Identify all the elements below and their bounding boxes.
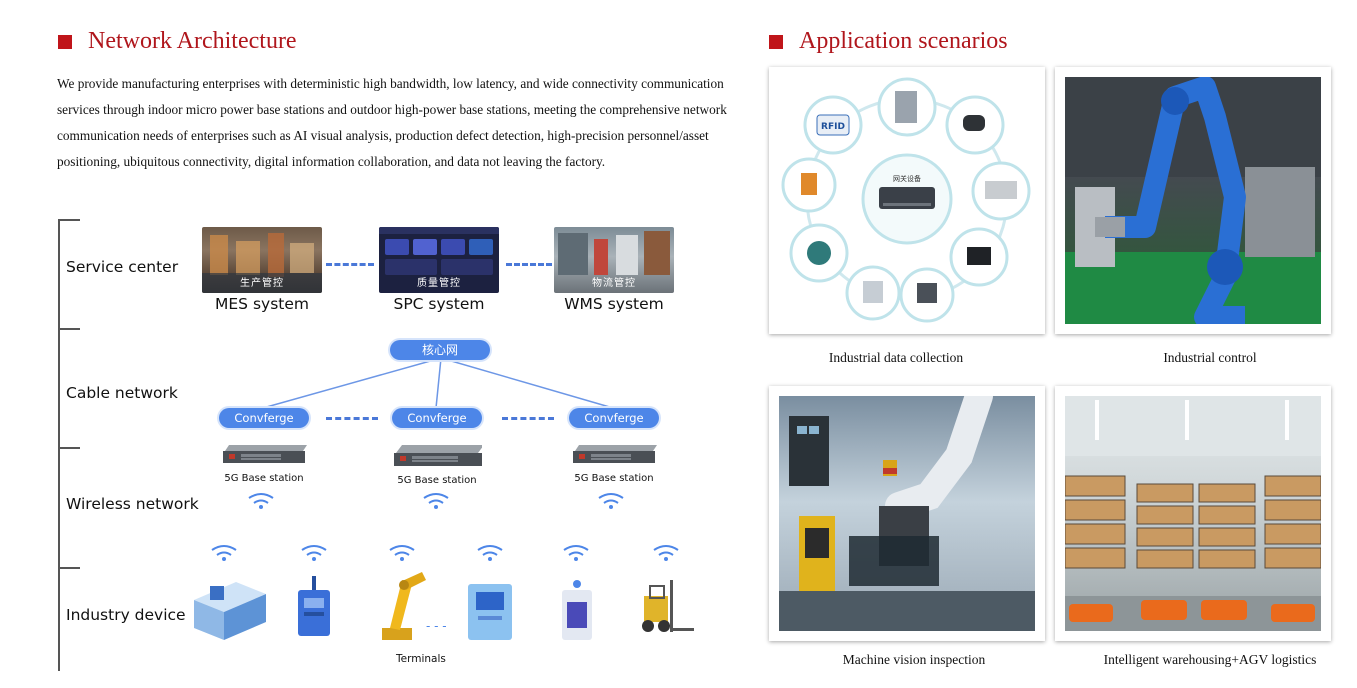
spc-system-badge: 质量管控 bbox=[417, 278, 461, 289]
caption-industrial-control: Industrial control bbox=[1163, 350, 1257, 365]
layer-label-cable-network: Cable network bbox=[66, 384, 178, 402]
network-architecture-heading: Network Architecture bbox=[58, 28, 297, 55]
layer-axis-tick bbox=[58, 567, 80, 569]
converge-subnet-2: Convferge subnet bbox=[392, 408, 482, 445]
svg-text:- - -: - - - bbox=[426, 619, 447, 633]
network-architecture-diagram: Service center Cable network Wireless ne… bbox=[56, 215, 746, 675]
industrial-control-image bbox=[1055, 67, 1331, 334]
kiosk-terminal-icon bbox=[468, 584, 512, 640]
base-station-3: 5G Base station bbox=[569, 441, 659, 484]
intelligent-warehousing-agv-image bbox=[1055, 386, 1331, 641]
hub-label: 网关设备 bbox=[893, 174, 921, 183]
wifi-signal-icon bbox=[598, 493, 624, 509]
machine-vision-inspection-image bbox=[769, 386, 1045, 641]
converge-subnet-1: Convferge subnet bbox=[219, 408, 309, 445]
warehouse-agv-photo bbox=[1065, 396, 1321, 631]
wifi-signal-icon bbox=[423, 493, 449, 509]
base-station-label: 5G Base station bbox=[574, 473, 654, 484]
scanner-device-icon bbox=[562, 580, 592, 640]
wms-system-image: 物流管控 bbox=[554, 227, 674, 293]
layer-axis-tick bbox=[58, 328, 80, 330]
caption-industrial-data-collection: Industrial data collection bbox=[828, 350, 964, 365]
core-network-node: 核心网 bbox=[390, 340, 490, 360]
mes-system-image: 生产管控 bbox=[202, 227, 322, 293]
heading-square-icon bbox=[769, 34, 783, 49]
data-collection-hub-diagram: 网关设备 RFID bbox=[781, 77, 1031, 323]
cnc-machine-icon bbox=[194, 582, 266, 640]
layer-label-service-center: Service center bbox=[66, 258, 179, 276]
network-intro-paragraph: We provide manufacturing enterprises wit… bbox=[57, 76, 727, 169]
layer-label-wireless-network: Wireless network bbox=[66, 495, 199, 513]
robotic-arm-icon bbox=[382, 572, 426, 640]
base-station-icon bbox=[394, 445, 484, 466]
mes-system-badge: 生产管控 bbox=[240, 278, 284, 289]
subnet-link bbox=[326, 417, 378, 420]
network-architecture-title: Network Architecture bbox=[88, 28, 297, 54]
base-station-2: 5G Base station bbox=[392, 441, 484, 486]
wms-system-label: WMS system bbox=[564, 295, 664, 313]
wms-system-card: 物流管控 WMS system bbox=[554, 227, 674, 313]
application-scenarios-heading: Application scenarios bbox=[769, 28, 1008, 55]
service-link bbox=[506, 263, 552, 266]
robot-device-icon bbox=[298, 576, 330, 636]
heading-square-icon bbox=[58, 34, 72, 49]
base-station-1: 5G Base station bbox=[219, 441, 309, 484]
base-station-icon bbox=[223, 445, 307, 463]
base-station-icon bbox=[573, 445, 657, 463]
terminals-label: Terminals bbox=[396, 653, 446, 665]
caption-intelligent-warehousing-agv: Intelligent warehousing+AGV logistics bbox=[1103, 652, 1317, 667]
base-station-label: 5G Base station bbox=[224, 473, 304, 484]
base-station-label: 5G Base station bbox=[397, 475, 477, 486]
forklift-icon bbox=[642, 580, 694, 632]
core-network-links bbox=[262, 357, 614, 409]
machine-vision-photo bbox=[779, 396, 1035, 631]
subnet-link bbox=[502, 417, 554, 420]
industry-devices: - - - bbox=[194, 545, 694, 640]
caption-machine-vision-inspection: Machine vision inspection bbox=[842, 652, 986, 667]
robot-arm-photo bbox=[1065, 77, 1321, 324]
spc-system-label: SPC system bbox=[393, 295, 485, 313]
application-scenarios-title: Application scenarios bbox=[799, 28, 1008, 54]
spc-system-card: 质量管控 SPC system bbox=[379, 227, 499, 313]
service-link bbox=[326, 263, 374, 266]
mes-system-card: 生产管控 MES system bbox=[202, 227, 322, 313]
industrial-data-collection-image: 网关设备 RFID bbox=[769, 67, 1045, 334]
mes-system-label: MES system bbox=[215, 295, 309, 313]
wifi-signal-icon bbox=[248, 493, 274, 509]
rfid-tag-label: RFID bbox=[821, 122, 845, 132]
converge-subnet-3: Convferge subnet bbox=[569, 408, 659, 445]
layer-axis bbox=[58, 219, 60, 671]
wms-system-badge: 物流管控 bbox=[592, 278, 636, 289]
layer-axis-tick bbox=[58, 447, 80, 449]
layer-axis-tick bbox=[58, 219, 80, 221]
spc-system-image: 质量管控 bbox=[379, 227, 499, 293]
layer-label-industry-device: Industry device bbox=[66, 606, 186, 624]
